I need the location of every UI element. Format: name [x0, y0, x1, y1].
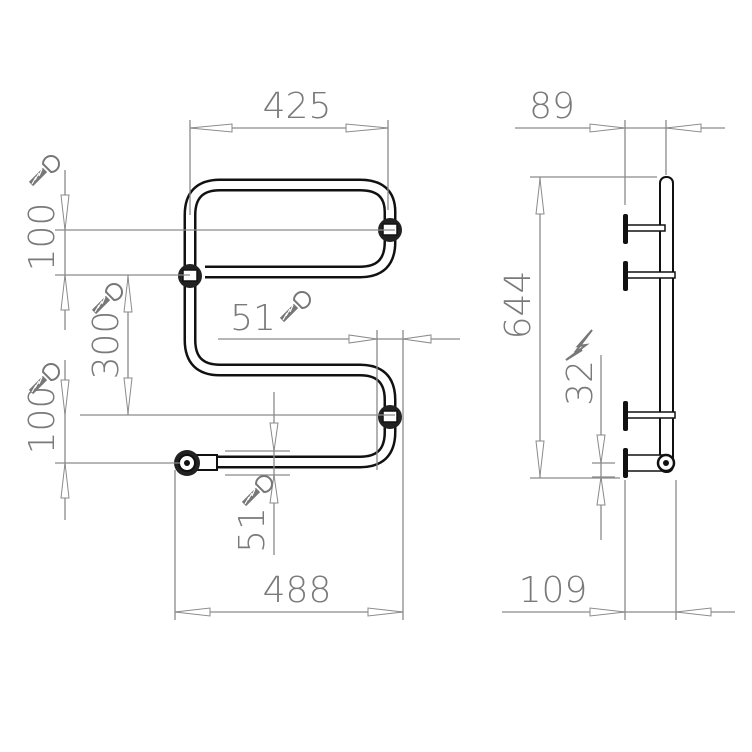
wall-bracket — [378, 405, 402, 429]
dimension-51-horizontal: 51 — [218, 292, 460, 620]
label-width-total: 488 — [263, 570, 332, 611]
dimension-109: 109 — [502, 480, 735, 620]
dimension-425: 425 — [189, 86, 389, 215]
label-spacing-middle: 300 — [86, 311, 127, 380]
connector-side — [623, 448, 676, 478]
label-depth-total: 109 — [519, 570, 588, 611]
electric-icon — [565, 329, 593, 361]
dimension-89: 89 — [515, 86, 725, 205]
label-offset-vertical: 51 — [232, 507, 273, 553]
wall-bracket-side — [623, 261, 676, 291]
towel-rail-front — [174, 178, 402, 476]
wall-bracket-side — [623, 401, 676, 431]
label-spacing-top: 100 — [22, 203, 63, 272]
wall-bracket-side — [623, 214, 666, 244]
dimension-488: 488 — [174, 470, 404, 620]
towel-rail-side — [623, 176, 676, 478]
screw-icon — [31, 156, 59, 184]
screw-icon — [94, 284, 122, 312]
dimension-644: 644 — [498, 176, 657, 479]
label-spacing-bottom: 100 — [22, 386, 63, 455]
label-connector-height: 32 — [560, 360, 601, 406]
dimension-100-bottom: 100 — [22, 360, 180, 520]
electric-connector — [174, 450, 218, 476]
dimension-32: 32 — [560, 329, 615, 540]
label-width-top: 425 — [263, 86, 332, 127]
screw-icon — [244, 476, 272, 504]
dimension-300: 300 — [80, 275, 395, 416]
label-height: 644 — [498, 271, 539, 340]
dimension-51-vertical: 51 — [225, 392, 290, 555]
dimension-100-top: 100 — [22, 156, 395, 330]
screw-icon — [282, 292, 310, 320]
wall-bracket — [178, 264, 202, 288]
label-depth-top: 89 — [529, 86, 575, 127]
label-offset-horizontal: 51 — [230, 298, 276, 339]
